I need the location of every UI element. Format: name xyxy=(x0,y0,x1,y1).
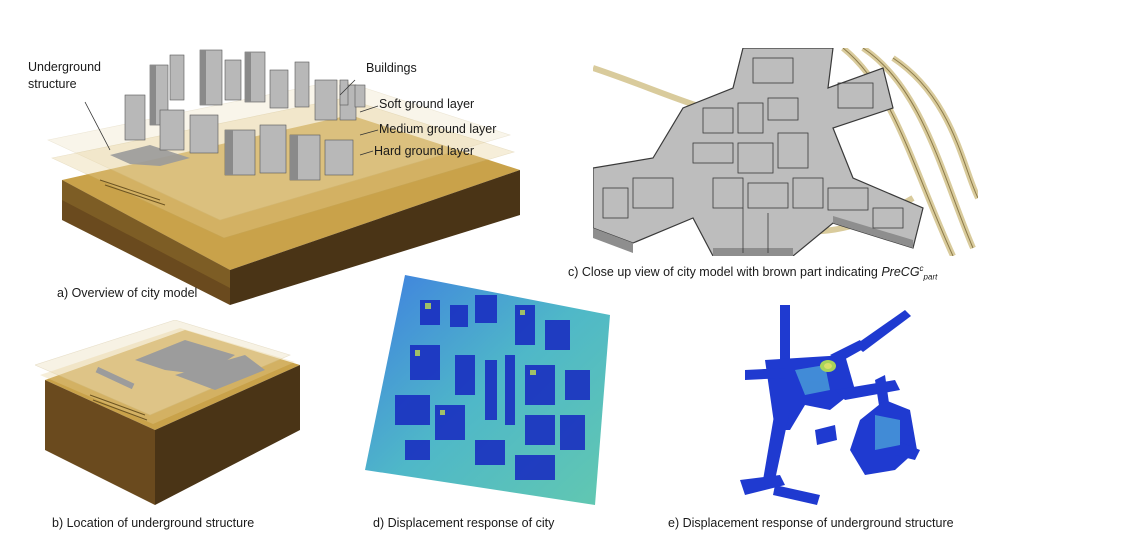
caption-e: e) Displacement response of underground … xyxy=(668,516,954,530)
caption-c: c) Close up view of city model with brow… xyxy=(568,264,937,282)
panel-c-closeup xyxy=(593,48,978,256)
label-hard-ground: Hard ground layer xyxy=(374,144,475,158)
city-model-overview-illustration xyxy=(47,49,520,305)
underground-location-illustration xyxy=(35,320,300,505)
caption-c-text: c) Close up view of city model with brow… xyxy=(568,265,882,280)
caption-a: a) Overview of city model xyxy=(57,286,198,300)
caption-c-sup: c xyxy=(919,264,924,273)
caption-c-term: PreCG xyxy=(881,265,920,280)
panel-e-underground-displacement xyxy=(735,300,925,515)
closeup-city-illustration xyxy=(593,48,978,256)
label-underground-line1: Underground xyxy=(28,60,101,74)
panel-a-overview: Underground structure Buildings Soft gro… xyxy=(28,40,540,310)
label-medium-ground: Medium ground layer xyxy=(379,122,497,136)
label-underground-line2: structure xyxy=(28,77,77,91)
caption-d: d) Displacement response of city xyxy=(373,516,555,530)
label-buildings: Buildings xyxy=(366,61,417,75)
label-soft-ground: Soft ground layer xyxy=(379,97,475,111)
city-displacement-map xyxy=(365,275,610,505)
underground-displacement-map xyxy=(740,305,920,505)
caption-b: b) Location of underground structure xyxy=(52,516,255,530)
panel-d-city-displacement xyxy=(365,275,615,510)
caption-c-sub: part xyxy=(923,272,938,282)
panel-b-underground xyxy=(35,320,305,510)
